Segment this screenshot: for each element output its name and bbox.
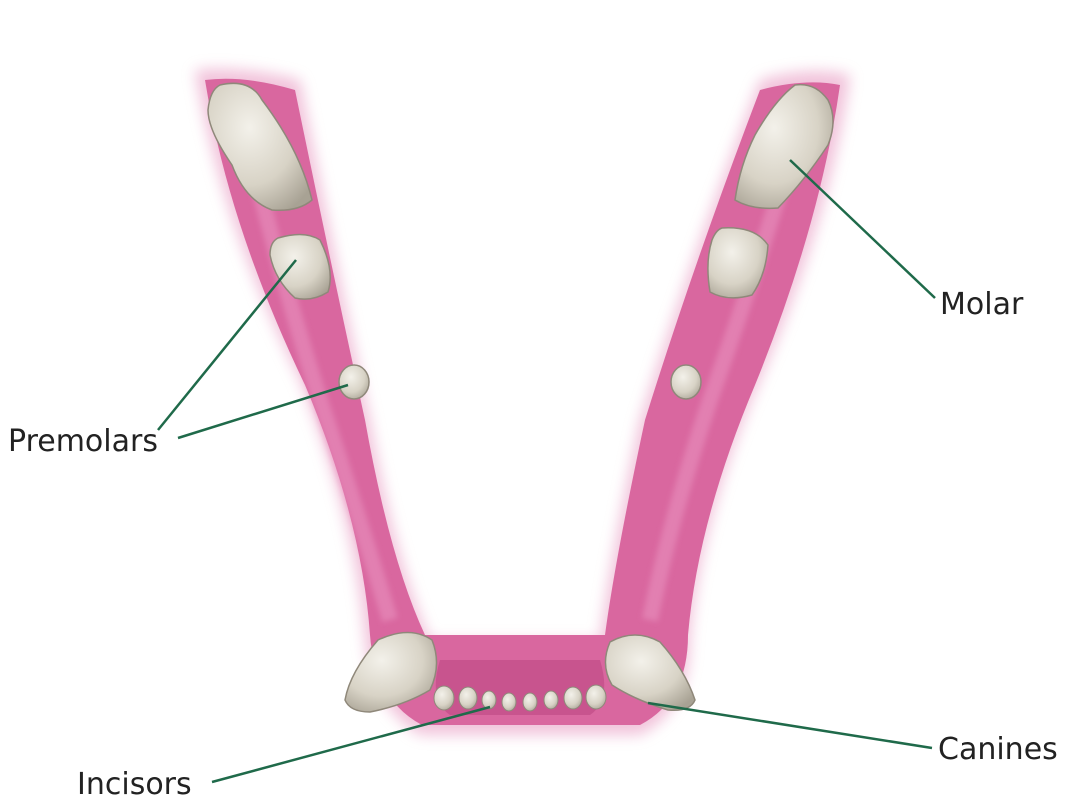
- molar-label: Molar: [940, 290, 1023, 320]
- premolar-right-small-tooth: [671, 365, 701, 399]
- incisors-leader-line: [212, 707, 490, 782]
- canines-leader-line: [648, 703, 932, 748]
- premolar-leader-line-upper: [158, 260, 296, 430]
- premolar-left-small-tooth: [339, 365, 369, 399]
- incisors-label: Incisors: [77, 770, 192, 800]
- canines-label: Canines: [938, 735, 1058, 765]
- premolars-label: Premolars: [8, 427, 158, 457]
